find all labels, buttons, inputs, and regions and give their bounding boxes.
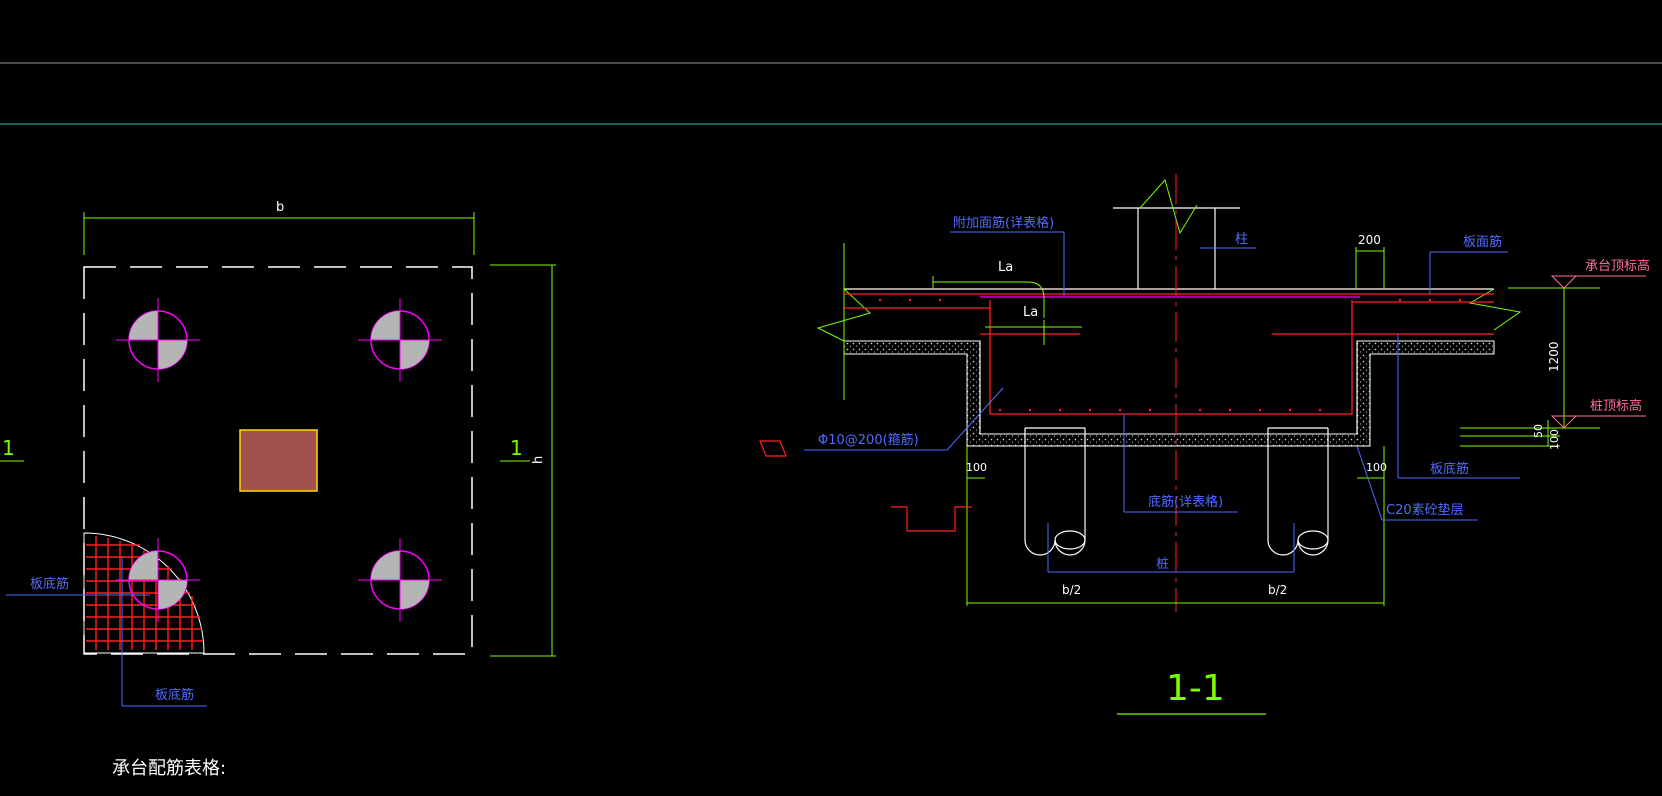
section-column-break <box>1139 178 1198 235</box>
dim-200: 200 <box>1358 233 1381 247</box>
leader-c20-diag <box>1356 445 1383 521</box>
red-step <box>891 506 972 532</box>
plan-dim-b-label: b <box>276 200 284 215</box>
label-stirrup: Φ10@200(箍筋) <box>818 432 919 448</box>
plan-cap-outline <box>83 266 473 655</box>
label-bottom-rebar-table: 底筋(详表格) <box>1148 494 1223 510</box>
label-pile-top-elev: 桩顶标高 <box>1590 398 1642 414</box>
table-title: 承台配筋表格: <box>112 758 226 779</box>
section-rebar-dots <box>878 298 1462 412</box>
label-bottom-rebar: 板底筋 <box>1430 461 1469 477</box>
section-title: 1-1 <box>1166 668 1225 709</box>
plan-pile-top-left <box>116 298 200 382</box>
plan-dim-h-label: h <box>531 456 546 464</box>
dim-100-right2: 100 <box>1366 461 1387 474</box>
section-cap-outline <box>844 288 1494 434</box>
dim-b2-right: b/2 <box>1268 583 1287 597</box>
section-view: 附加面筋(详表格) 柱 200 板面筋 承台顶标高 La La 1200 桩顶标… <box>759 174 1650 715</box>
label-top-rebar: 板面筋 <box>1463 234 1502 250</box>
plan-label-bottom-rebar-1: 板底筋 <box>30 576 69 592</box>
la-1-bracket <box>933 281 1045 318</box>
dim-50: 50 <box>1532 424 1545 438</box>
section-pile-right <box>1267 427 1329 556</box>
section-mark-right: 1 <box>510 436 523 460</box>
section-blinding-layer <box>843 340 1495 447</box>
section-pile-left <box>1024 427 1086 556</box>
dim-b2-left: b/2 <box>1062 583 1081 597</box>
label-column: 柱 <box>1235 232 1248 247</box>
section-break-right <box>1468 288 1522 331</box>
elev-pile-top-marker <box>1550 415 1578 429</box>
label-la-2: La <box>1023 305 1038 320</box>
plan-view: b h 1 1 <box>0 200 556 707</box>
dim-1200: 1200 <box>1547 341 1561 372</box>
plan-rebar-mesh <box>83 532 205 654</box>
label-cap-top-elev: 承台顶标高 <box>1585 258 1650 274</box>
dim-100-left: 100 <box>966 461 987 474</box>
label-la-1: La <box>998 260 1013 275</box>
label-pile: 桩 <box>1156 557 1169 572</box>
section-rebar-cage <box>989 300 1353 415</box>
label-c20: C20素砼垫层 <box>1386 502 1464 518</box>
plan-pile-bottom-left <box>116 538 200 622</box>
dim-100-right: 100 <box>1548 429 1561 450</box>
red-marker <box>759 440 787 457</box>
leader-stirrup-diag <box>946 387 1004 451</box>
section-mark-left: 1 <box>2 436 15 460</box>
plan-pile-top-right <box>358 298 442 382</box>
plan-pile-bottom-right <box>358 538 442 622</box>
elev-cap-top-marker <box>1550 275 1578 289</box>
plan-column <box>239 429 318 492</box>
plan-label-bottom-rebar-2: 板底筋 <box>155 687 194 703</box>
label-top-additional: 附加面筋(详表格) <box>953 215 1054 231</box>
